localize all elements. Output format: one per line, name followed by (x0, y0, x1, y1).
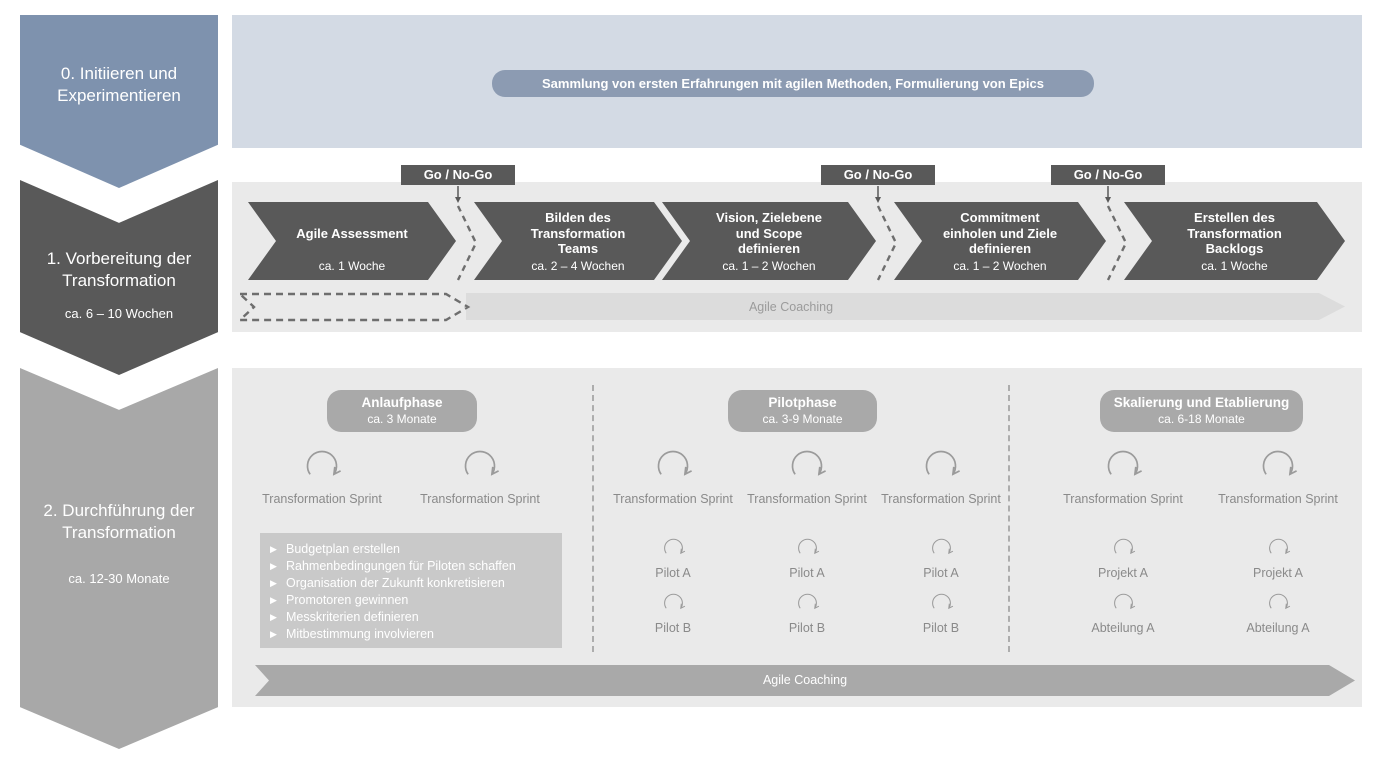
sprint-loop-icon (1107, 450, 1143, 476)
task-text: Messkriterien definieren (286, 610, 419, 624)
step-duration: ca. 1 – 2 Wochen (953, 259, 1047, 273)
agile-coaching-arrow: Agile Coaching (255, 665, 1355, 696)
subphase-name: Skalierung und Etablierung (1113, 395, 1290, 410)
iteration-label: Projekt A (1097, 566, 1149, 580)
anlaufphase-task-box: ▶ Budgetplan erstellen ▶ Rahmenbedingungen… (260, 533, 562, 648)
sprint-label: Transformation Sprint (420, 492, 540, 506)
phase-0-chevron: 0. Initiieren und Experimentieren (20, 15, 218, 188)
iteration-loop-icon (664, 593, 686, 609)
subphase-name: Pilotphase (768, 395, 837, 410)
iteration-loop-icon (1269, 593, 1291, 609)
phase-2-label: 2. Durchführung der Transformation (43, 501, 195, 543)
sprint-label: Transformation Sprint (747, 492, 867, 506)
triangle-bullet-icon: ▶ (270, 612, 277, 622)
go-no-go-connector-icon (1105, 186, 1128, 281)
agile-coaching-band (466, 293, 1345, 320)
sprint-label: Transformation Sprint (881, 492, 1001, 506)
task-item: ▶ Organisation der Zukunft konkretisieren (270, 575, 562, 592)
step-duration: ca. 2 – 4 Wochen (531, 259, 625, 273)
step-transformation-backlog: Erstellen des Transformation Backlogs ca… (1124, 202, 1345, 280)
step-duration: ca. 1 Woche (318, 259, 386, 273)
go-no-go-badge: Go / No-Go (821, 165, 935, 185)
iteration-label: Pilot B (788, 621, 826, 635)
task-text: Mitbestimmung involvieren (286, 627, 434, 641)
triangle-bullet-icon: ▶ (270, 629, 277, 639)
iteration-label: Abteilung A (1246, 621, 1310, 635)
sprint-loop-icon (657, 450, 693, 476)
step-title: Bilden des Transformation Teams (530, 209, 626, 257)
task-text: Rahmenbedingungen für Piloten schaffen (286, 559, 516, 573)
step-commitment: Commitment einholen und Ziele definieren… (894, 202, 1106, 280)
task-text: Promotoren gewinnen (286, 593, 409, 607)
agile-coaching-label: Agile Coaching (748, 300, 834, 314)
phase-2-duration: ca. 12-30 Monate (68, 571, 170, 586)
sprint-loop-icon (925, 450, 961, 476)
task-item: ▶ Promotoren gewinnen (270, 592, 562, 609)
subphase-duration: ca. 6-18 Monate (1158, 412, 1245, 426)
step-title: Commitment einholen und Ziele definieren (942, 209, 1058, 257)
iteration-loop-icon (798, 593, 820, 609)
iteration-label: Projekt A (1252, 566, 1304, 580)
sprint-label: Transformation Sprint (1218, 492, 1338, 506)
pilotphase-pill: Pilotphase ca. 3-9 Monate (728, 390, 877, 432)
go-no-go-badge: Go / No-Go (401, 165, 515, 185)
phase-2-chevron: 2. Durchführung der Transformation ca. 1… (20, 368, 218, 749)
phase-0-label: 0. Initiieren und Experimentieren (57, 64, 181, 106)
subphase-duration: ca. 3 Monate (367, 412, 437, 426)
subphase-name: Anlaufphase (361, 395, 443, 410)
skalierung-pill: Skalierung und Etablierung ca. 6-18 Mona… (1100, 390, 1303, 432)
step-title: Erstellen des Transformation Backlogs (1187, 209, 1282, 257)
iteration-loop-icon (664, 538, 686, 554)
step-agile-assessment: Agile Assessment ca. 1 Woche (248, 202, 456, 280)
task-item: ▶ Mitbestimmung involvieren (270, 626, 562, 643)
task-text: Organisation der Zukunft konkretisieren (286, 576, 505, 590)
task-item: ▶ Budgetplan erstellen (270, 541, 562, 558)
step-title: Agile Assessment (296, 225, 408, 241)
sprint-loop-icon (1262, 450, 1298, 476)
phase-1-chevron: 1. Vorbereitung der Transformation ca. 6… (20, 180, 218, 375)
go-no-go-connector-icon (875, 186, 898, 281)
iteration-loop-icon (1269, 538, 1291, 554)
iteration-label: Pilot A (923, 566, 959, 580)
sprint-loop-icon (791, 450, 827, 476)
sprint-loop-icon (306, 450, 342, 476)
iteration-loop-icon (932, 593, 954, 609)
iteration-loop-icon (932, 538, 954, 554)
triangle-bullet-icon: ▶ (270, 595, 277, 605)
iteration-label: Pilot A (789, 566, 825, 580)
anlaufphase-pill: Anlaufphase ca. 3 Monate (327, 390, 477, 432)
step-title: Vision, Zielebene und Scope definieren (716, 209, 822, 257)
step-vision-scope: Vision, Zielebene und Scope definieren c… (662, 202, 876, 280)
triangle-bullet-icon: ▶ (270, 544, 277, 554)
iteration-loop-icon (798, 538, 820, 554)
phase-0-banner: Sammlung von ersten Erfahrungen mit agil… (492, 70, 1094, 97)
subphase-divider (1008, 385, 1010, 652)
dashed-coaching-outline-icon (236, 292, 471, 322)
sprint-label: Transformation Sprint (613, 492, 733, 506)
triangle-bullet-icon: ▶ (270, 561, 277, 571)
task-item: ▶ Messkriterien definieren (270, 609, 562, 626)
step-duration: ca. 1 – 2 Wochen (722, 259, 816, 273)
go-no-go-badge: Go / No-Go (1051, 165, 1165, 185)
subphase-duration: ca. 3-9 Monate (762, 412, 843, 426)
step-transformation-team: Bilden des Transformation Teams ca. 2 – … (474, 202, 682, 280)
iteration-loop-icon (1114, 593, 1136, 609)
step-duration: ca. 1 Woche (1201, 259, 1268, 273)
iteration-label: Pilot B (654, 621, 692, 635)
subphase-divider (592, 385, 594, 652)
sprint-loop-icon (464, 450, 500, 476)
iteration-loop-icon (1114, 538, 1136, 554)
iteration-label: Abteilung A (1091, 621, 1155, 635)
sprint-label: Transformation Sprint (262, 492, 382, 506)
iteration-label: Pilot B (922, 621, 960, 635)
triangle-bullet-icon: ▶ (270, 578, 277, 588)
go-no-go-connector-icon (455, 186, 478, 281)
sprint-label: Transformation Sprint (1063, 492, 1183, 506)
task-item: ▶ Rahmenbedingungen für Piloten schaffen (270, 558, 562, 575)
iteration-label: Pilot A (655, 566, 691, 580)
phase-1-duration: ca. 6 – 10 Wochen (64, 306, 174, 321)
phase-1-label: 1. Vorbereitung der Transformation (46, 249, 192, 291)
task-text: Budgetplan erstellen (286, 542, 400, 556)
